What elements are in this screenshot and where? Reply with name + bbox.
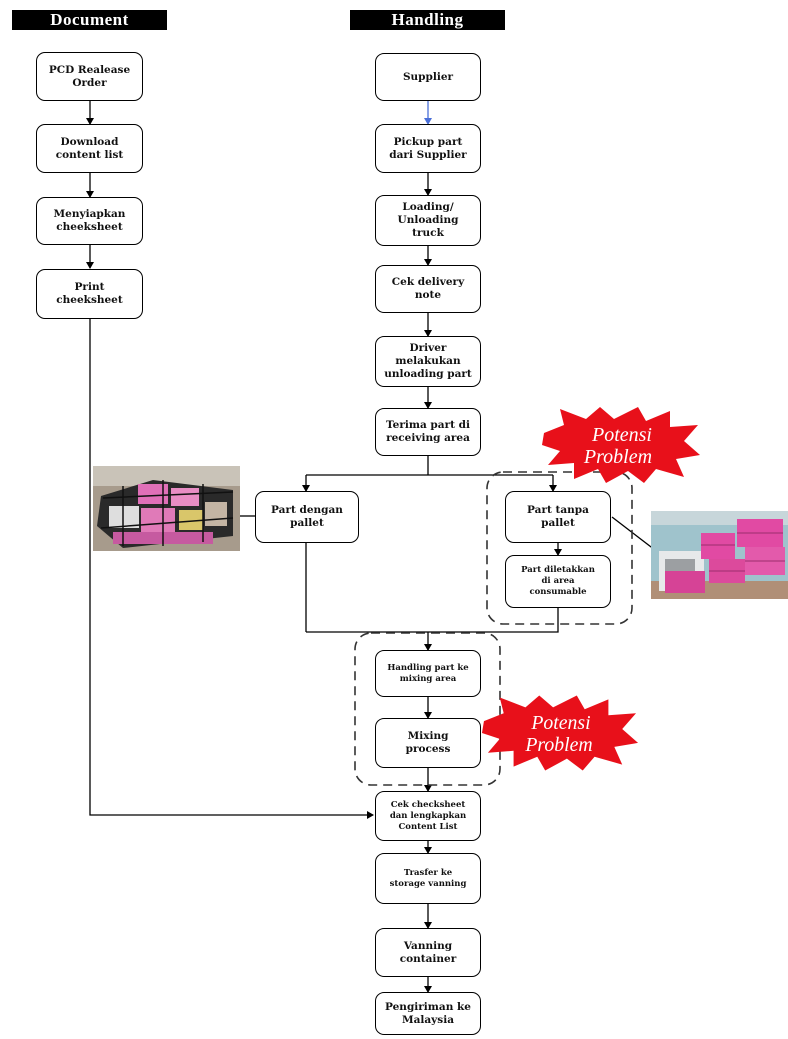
step-check-delivery-note: Cek delivery note	[375, 265, 481, 313]
step-mixing-process: Mixing process	[375, 718, 481, 768]
step-part-with-pallet: Part dengan pallet	[255, 491, 359, 543]
step-driver-unloading: Driver melakukan unloading part	[375, 336, 481, 387]
step-shipping-malaysia: Pengiriman ke Malaysia	[375, 992, 481, 1035]
potensi-label-line1: Potensi	[591, 424, 652, 446]
photo-part-with-pallet	[93, 466, 240, 551]
doc-step-release-order: PCD Realease Order	[36, 52, 143, 101]
step-vanning-container: Vanning container	[375, 928, 481, 977]
step-check-checksheet: Cek checksheet dan lengkapkan Content Li…	[375, 791, 481, 841]
doc-step-print-checksheet: Print cheeksheet	[36, 269, 143, 319]
step-supplier: Supplier	[375, 53, 481, 101]
step-part-placed-consumable: Part diletakkan di area consumable	[505, 555, 611, 608]
potensi-problem-burst-bottom: Potensi Problem	[481, 695, 639, 771]
potensi-label-line1b: Potensi	[530, 712, 590, 734]
doc-step-download-content: Download content list	[36, 124, 143, 173]
step-handling-to-mixing: Handling part ke mixing area	[375, 650, 481, 697]
step-transfer-storage: Trasfer ke storage vanning	[375, 853, 481, 904]
header-document: Document	[12, 10, 167, 30]
header-handling: Handling	[350, 10, 505, 30]
step-receive-part: Terima part di receiving area	[375, 408, 481, 456]
doc-step-prepare-checksheet: Menyiapkan cheeksheet	[36, 197, 143, 245]
step-loading-unloading: Loading/ Unloading truck	[375, 195, 481, 246]
potensi-problem-burst-top: Potensi Problem	[542, 407, 700, 483]
photo-part-without-pallet	[651, 511, 788, 599]
step-part-without-pallet: Part tanpa pallet	[505, 491, 611, 543]
potensi-label-line2b: Problem	[524, 734, 592, 756]
step-pickup-part: Pickup part dari Supplier	[375, 124, 481, 173]
potensi-label-line2: Problem	[583, 446, 652, 468]
